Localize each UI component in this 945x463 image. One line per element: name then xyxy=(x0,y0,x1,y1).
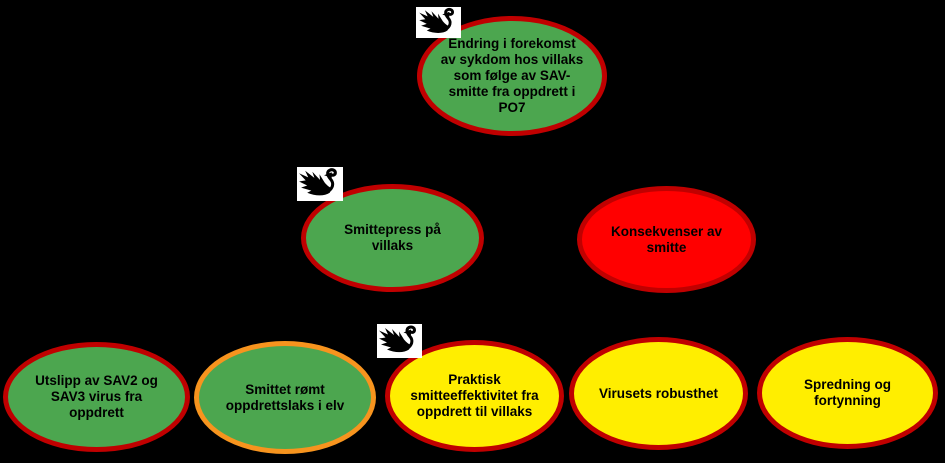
node-label: Smittet rømt oppdrettslaks i elv xyxy=(225,381,345,413)
black-swan-icon xyxy=(416,7,461,38)
node-label: Smittepress på villaks xyxy=(344,222,441,253)
node-utslipp-av-sav2-sav3: Utslipp av SAV2 og SAV3 virus fra oppdre… xyxy=(3,342,190,452)
node-label: Konsekvenser av smitte xyxy=(610,223,723,255)
node-label: Utslipp av SAV2 og SAV3 virus fra oppdre… xyxy=(35,373,158,420)
black-swan-icon xyxy=(377,324,422,358)
node-spredning-og-fortynning: Spredning og fortynning xyxy=(757,337,938,449)
node-smittet-romt-oppdrettslaks: Smittet rømt oppdrettslaks i elv xyxy=(194,341,376,454)
node-label: Virusets robusthet xyxy=(598,385,719,401)
black-swan-icon xyxy=(297,167,343,201)
node-endring-i-forekomst: Endring i forekomst av sykdom hos villak… xyxy=(417,16,607,136)
node-konsekvenser-av-smitte: Konsekvenser av smitte xyxy=(577,186,756,293)
node-label: Praktisk smitteeffektivitet fra oppdrett… xyxy=(410,372,539,419)
node-label: Spredning og fortynning xyxy=(804,377,891,408)
node-smittepress-pa-villaks: Smittepress på villaks xyxy=(301,184,484,292)
node-praktisk-smitteeffektivitet: Praktisk smitteeffektivitet fra oppdrett… xyxy=(385,340,564,452)
node-virusets-robusthet: Virusets robusthet xyxy=(569,337,748,450)
node-label: Endring i forekomst av sykdom hos villak… xyxy=(440,36,584,115)
